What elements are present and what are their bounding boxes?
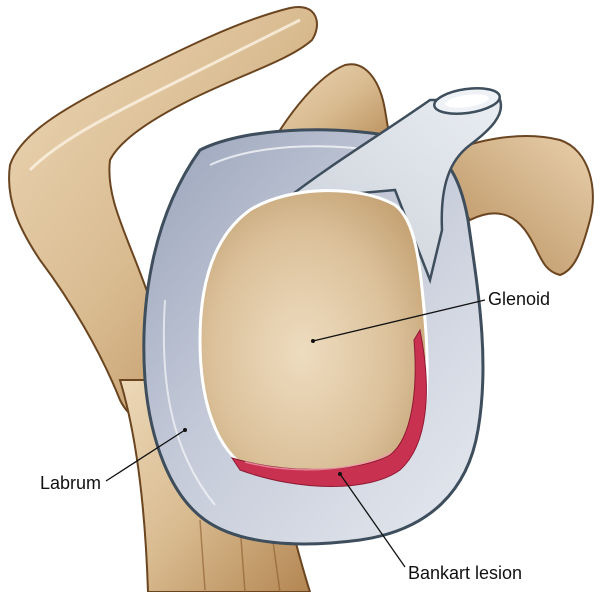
labrum-leader (105, 429, 186, 482)
leader-lines (105, 299, 486, 568)
glenoid-label: Glenoid (488, 289, 551, 309)
labrum-label: Labrum (40, 473, 102, 493)
bankart-leader (339, 473, 406, 568)
bankart-lesion-label: Bankart lesion (408, 563, 523, 583)
glenoid-leader (312, 299, 486, 342)
acromion (8, 6, 318, 425)
bankart-lesion (230, 328, 427, 487)
coracoid (428, 135, 594, 277)
biceps-tendon (280, 87, 503, 285)
glenoid-face (198, 189, 429, 487)
